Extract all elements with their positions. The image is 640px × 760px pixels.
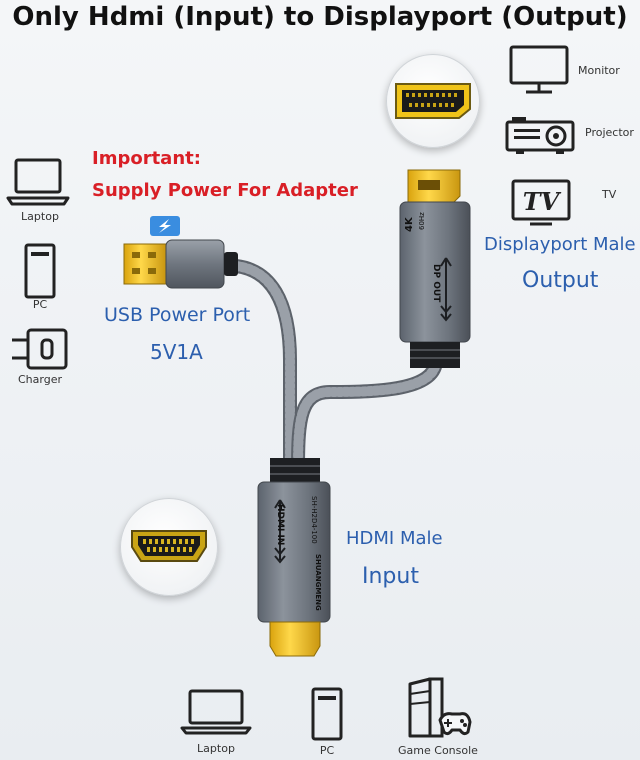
hdmi-connector-text-model: SH-H2D4-100 <box>310 496 318 544</box>
displayport-male-label: Displayport Male <box>484 234 636 255</box>
bottom-laptop-icon <box>180 689 252 735</box>
power-badge <box>150 216 180 236</box>
bottom-device-label-pc: PC <box>319 744 335 757</box>
pc-tower-icon <box>24 243 56 299</box>
dp-connector-text-60hz: 60Hz <box>418 212 426 230</box>
left-devices: Laptop PC Charger <box>0 150 80 400</box>
left-device-label-charger: Charger <box>18 373 62 386</box>
left-device-label-laptop: Laptop <box>21 210 59 223</box>
game-console-icon <box>408 677 472 738</box>
bottom-device-label-laptop: Laptop <box>197 742 235 755</box>
tv-icon: TV <box>511 179 571 226</box>
hdmi-connector <box>257 458 331 657</box>
page-title: Only Hdmi (Input) to Displayport (Output… <box>12 2 628 32</box>
important-note: Important: Supply Power For Adapter <box>92 143 358 207</box>
dp-connector-text-dp-out: DP OUT <box>431 264 441 303</box>
displayport-output-label: Output <box>522 268 599 293</box>
right-device-label-monitor: Monitor <box>578 64 620 77</box>
hdmi-input-label: Input <box>362 564 419 589</box>
monitor-icon <box>509 45 569 94</box>
left-device-label-pc: PC <box>32 298 48 311</box>
charger-icon <box>12 328 68 370</box>
hdmi-male-label: HDMI Male <box>346 528 443 549</box>
hdmi-connector-text-brand: SHUANGMENG <box>314 554 322 611</box>
important-message: Supply Power For Adapter <box>92 180 358 201</box>
bottom-device-label-game-console: Game Console <box>398 744 478 757</box>
dp-connector-text-4k: 4K <box>404 217 415 232</box>
laptop-icon <box>6 158 70 206</box>
displayport-socket-icon <box>395 83 471 119</box>
displayport-connector <box>399 169 471 368</box>
tv-icon-text: TV <box>523 187 562 216</box>
hdmi-connector-text-hdmi-in: HDMI IN <box>275 504 285 546</box>
projector-icon <box>505 117 575 154</box>
usb-connector <box>123 239 238 289</box>
displayport-socket-magnifier <box>386 54 480 148</box>
hdmi-socket-magnifier <box>120 498 218 596</box>
usb-power-spec: 5V1A <box>150 340 203 364</box>
right-device-label-tv: TV <box>602 188 617 201</box>
bottom-pc-tower-icon <box>311 687 343 741</box>
right-device-label-projector: Projector <box>585 126 634 139</box>
usb-power-label: USB Power Port <box>104 304 251 326</box>
important-heading: Important: <box>92 148 201 169</box>
hdmi-socket-icon <box>131 530 207 562</box>
